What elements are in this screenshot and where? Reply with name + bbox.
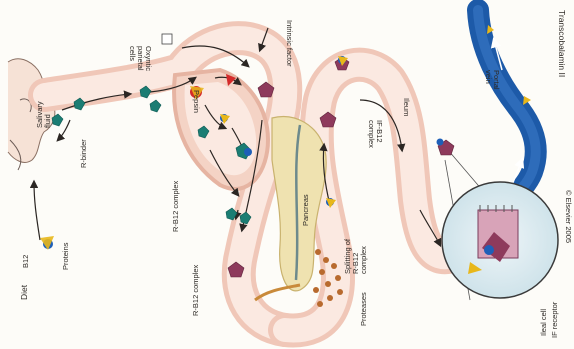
label-oxyntic-parietal-cells: Oxyntic parietal cells	[128, 46, 152, 82]
label-pancreas: Pancreas	[302, 194, 310, 226]
label-copyright: © Elsevier 2005	[564, 190, 572, 243]
label-diet: Diet	[20, 285, 29, 300]
label-r-b12-complex-upper: R-B12 complex	[172, 181, 180, 232]
label-transcobalamin-ii: Transcobalamin II	[557, 10, 566, 77]
label-proteases: Proteases	[360, 292, 368, 326]
label-ileal-cell: Ileal cell	[540, 309, 548, 336]
label-if-receptor: IF receptor	[551, 302, 559, 338]
label-portal-vein: Portal vein	[484, 70, 500, 98]
upper-gi-tract	[45, 38, 285, 330]
label-proteins: Proteins	[62, 242, 70, 270]
label-if-b12-complex: IF-B12 complex	[367, 120, 383, 164]
oxyntic-cell-box	[162, 34, 172, 44]
label-intrinsic-factor: Intrinsic factor	[285, 20, 293, 67]
label-salivary-fluid: Salivary fluid	[36, 102, 52, 128]
label-pepsin: Pepsin	[192, 90, 200, 113]
label-b12: B12	[22, 255, 30, 268]
label-splitting-r-b12: Splitting of R-B12 complex	[344, 238, 368, 274]
label-ileum: Ileum	[402, 98, 410, 116]
label-r-b12-complex-lower: R-B12 complex	[192, 265, 200, 316]
label-r-binder: R-binder	[80, 139, 88, 168]
